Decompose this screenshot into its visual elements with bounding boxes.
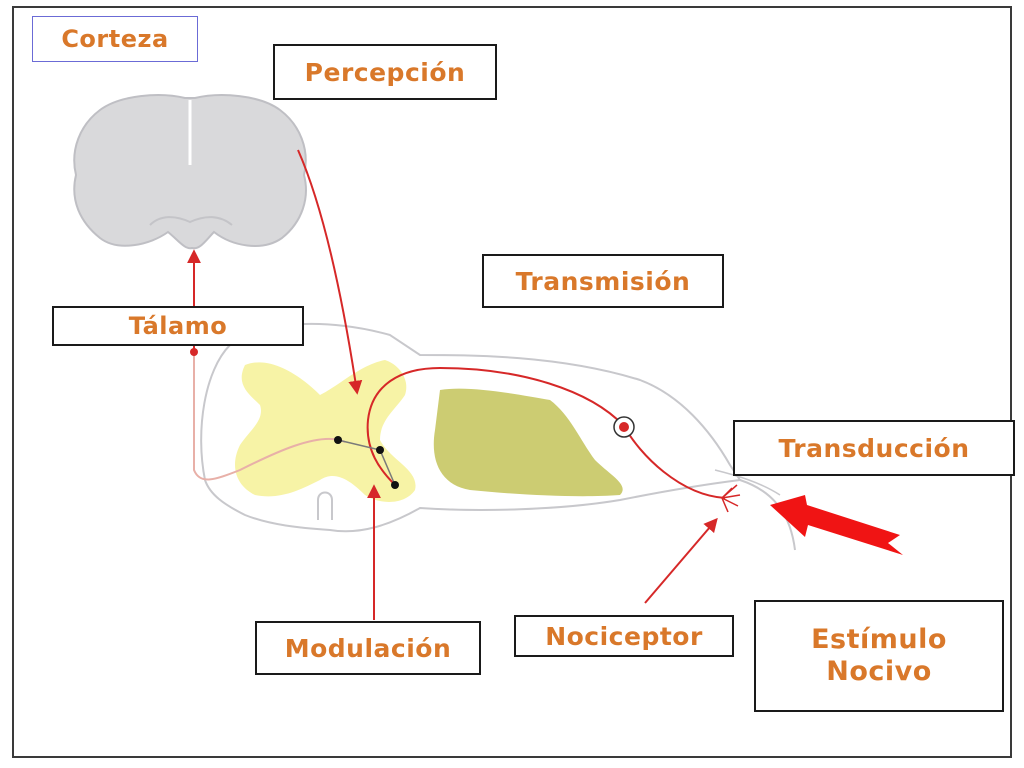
label-talamo: Tálamo bbox=[52, 306, 304, 346]
label-percepcion: Percepción bbox=[273, 44, 497, 100]
estimulo-line-1: Estímulo bbox=[811, 623, 947, 655]
estimulo-line-2: Nocivo bbox=[826, 656, 932, 687]
label-transduccion: Transducción bbox=[733, 420, 1015, 476]
label-nociceptor: Nociceptor bbox=[514, 615, 734, 657]
label-modulacion: Modulación bbox=[255, 621, 481, 675]
label-transmision: Transmisión bbox=[482, 254, 724, 308]
brain-illustration bbox=[73, 94, 307, 250]
stimulus-arrow-icon bbox=[770, 495, 903, 555]
label-estimulo-nocivo: Estímulo Nocivo bbox=[754, 600, 1004, 712]
gray-matter-butterfly bbox=[235, 360, 416, 502]
ganglion bbox=[433, 388, 623, 497]
nociceptor-terminal-icon bbox=[721, 484, 741, 513]
label-corteza: Corteza bbox=[32, 16, 198, 62]
